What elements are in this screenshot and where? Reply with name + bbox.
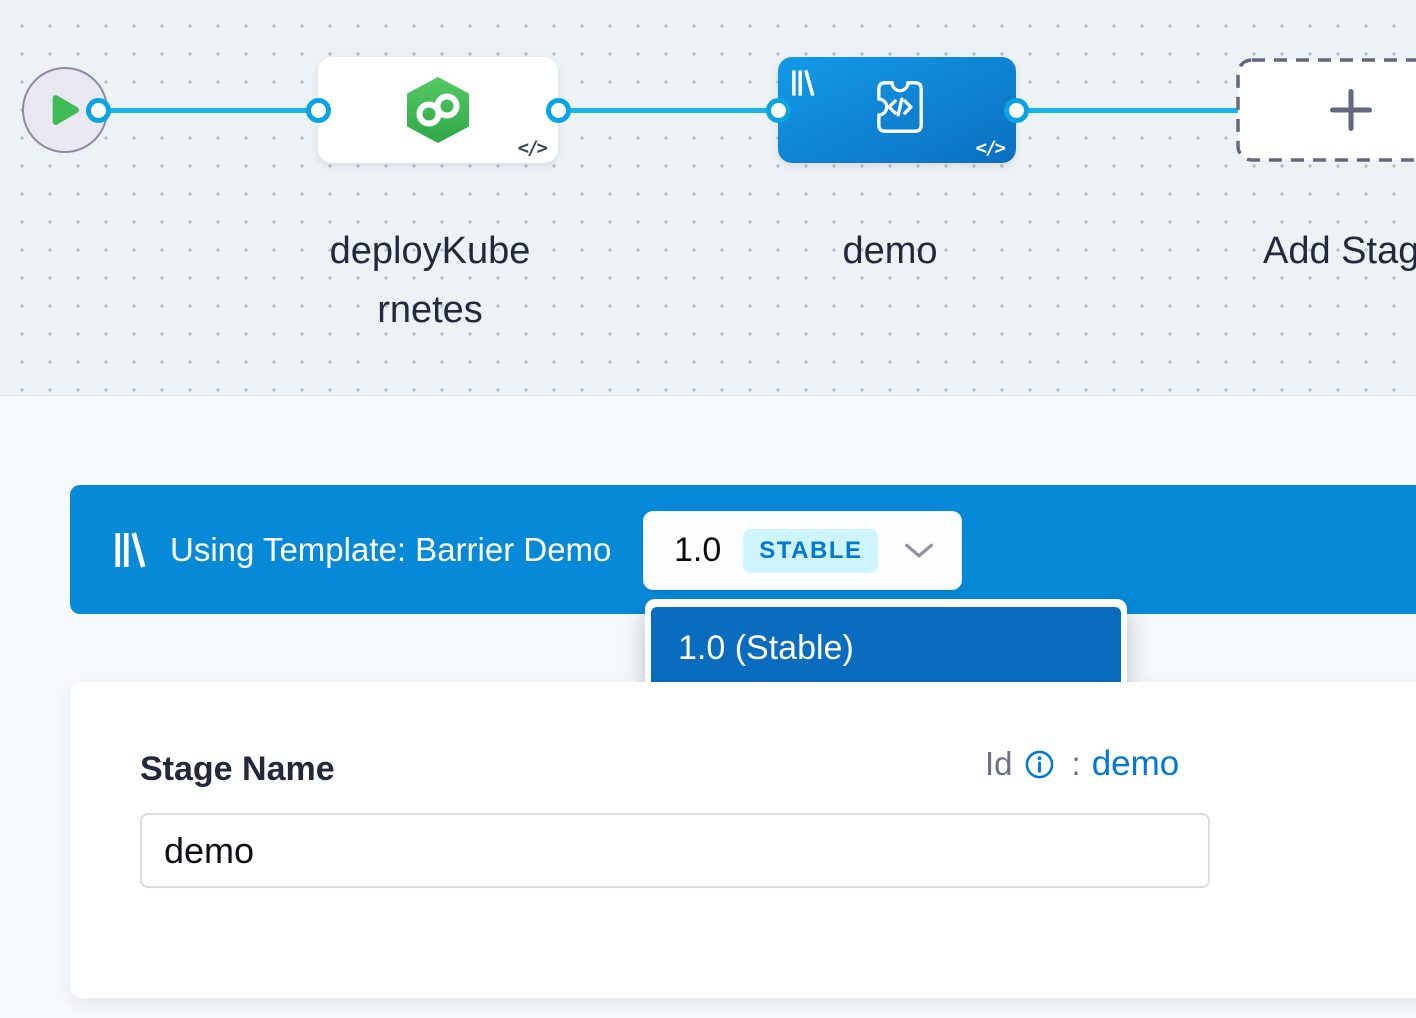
stage-name-input[interactable] — [140, 813, 1210, 888]
kubernetes-deploy-icon — [407, 77, 469, 143]
port-demo-in[interactable] — [766, 98, 791, 123]
edge-start-to-deploy — [98, 108, 318, 113]
custom-stage-icon — [865, 78, 929, 136]
version-dropdown-menu: 1.0 (Stable) — [645, 599, 1127, 697]
stage-node-deploykubernetes[interactable]: </> — [318, 57, 558, 163]
stage-name-label: Stage Name — [140, 750, 335, 788]
stage-label-demo: demo — [842, 230, 938, 272]
pipeline-canvas[interactable]: </> — [0, 0, 1416, 396]
id-label: Id — [985, 745, 1013, 782]
code-icon: </> — [975, 137, 1006, 159]
version-dropdown-item-stable[interactable]: 1.0 (Stable) — [651, 607, 1121, 690]
template-icon — [791, 69, 815, 97]
code-icon: </> — [517, 137, 548, 159]
edge-demo-to-add — [1016, 108, 1242, 113]
port-start-out[interactable] — [86, 98, 111, 123]
info-icon[interactable] — [1024, 749, 1055, 780]
add-stage-button[interactable] — [1236, 58, 1416, 162]
stage-node-demo[interactable]: </> — [778, 57, 1016, 163]
plus-icon — [1327, 86, 1375, 134]
stable-badge: STABLE — [743, 528, 879, 573]
using-template-banner: Using Template: Barrier Demo 1.0 STABLE — [70, 485, 1416, 614]
port-demo-out[interactable] — [1004, 98, 1029, 123]
stage-overview-card: Stage Name Id : demo — [70, 682, 1416, 998]
play-icon — [48, 91, 82, 129]
chevron-down-icon — [903, 541, 935, 561]
using-template-text: Using Template: Barrier Demo — [170, 530, 612, 568]
template-icon — [114, 530, 146, 570]
template-version: 1.0 — [674, 531, 722, 569]
port-deploy-out[interactable] — [546, 98, 571, 123]
stage-label-deploykubernetes: deployKubernetes — [329, 230, 531, 331]
id-separator: : — [1071, 745, 1081, 782]
stage-id-row: Id : demo — [985, 744, 1179, 784]
edge-deploy-to-demo — [558, 108, 778, 113]
stage-id-value: demo — [1091, 744, 1180, 783]
port-deploy-in[interactable] — [306, 98, 331, 123]
template-version-selector[interactable]: 1.0 STABLE — [643, 511, 962, 590]
add-stage-label: Add Stage — [1263, 230, 1416, 272]
